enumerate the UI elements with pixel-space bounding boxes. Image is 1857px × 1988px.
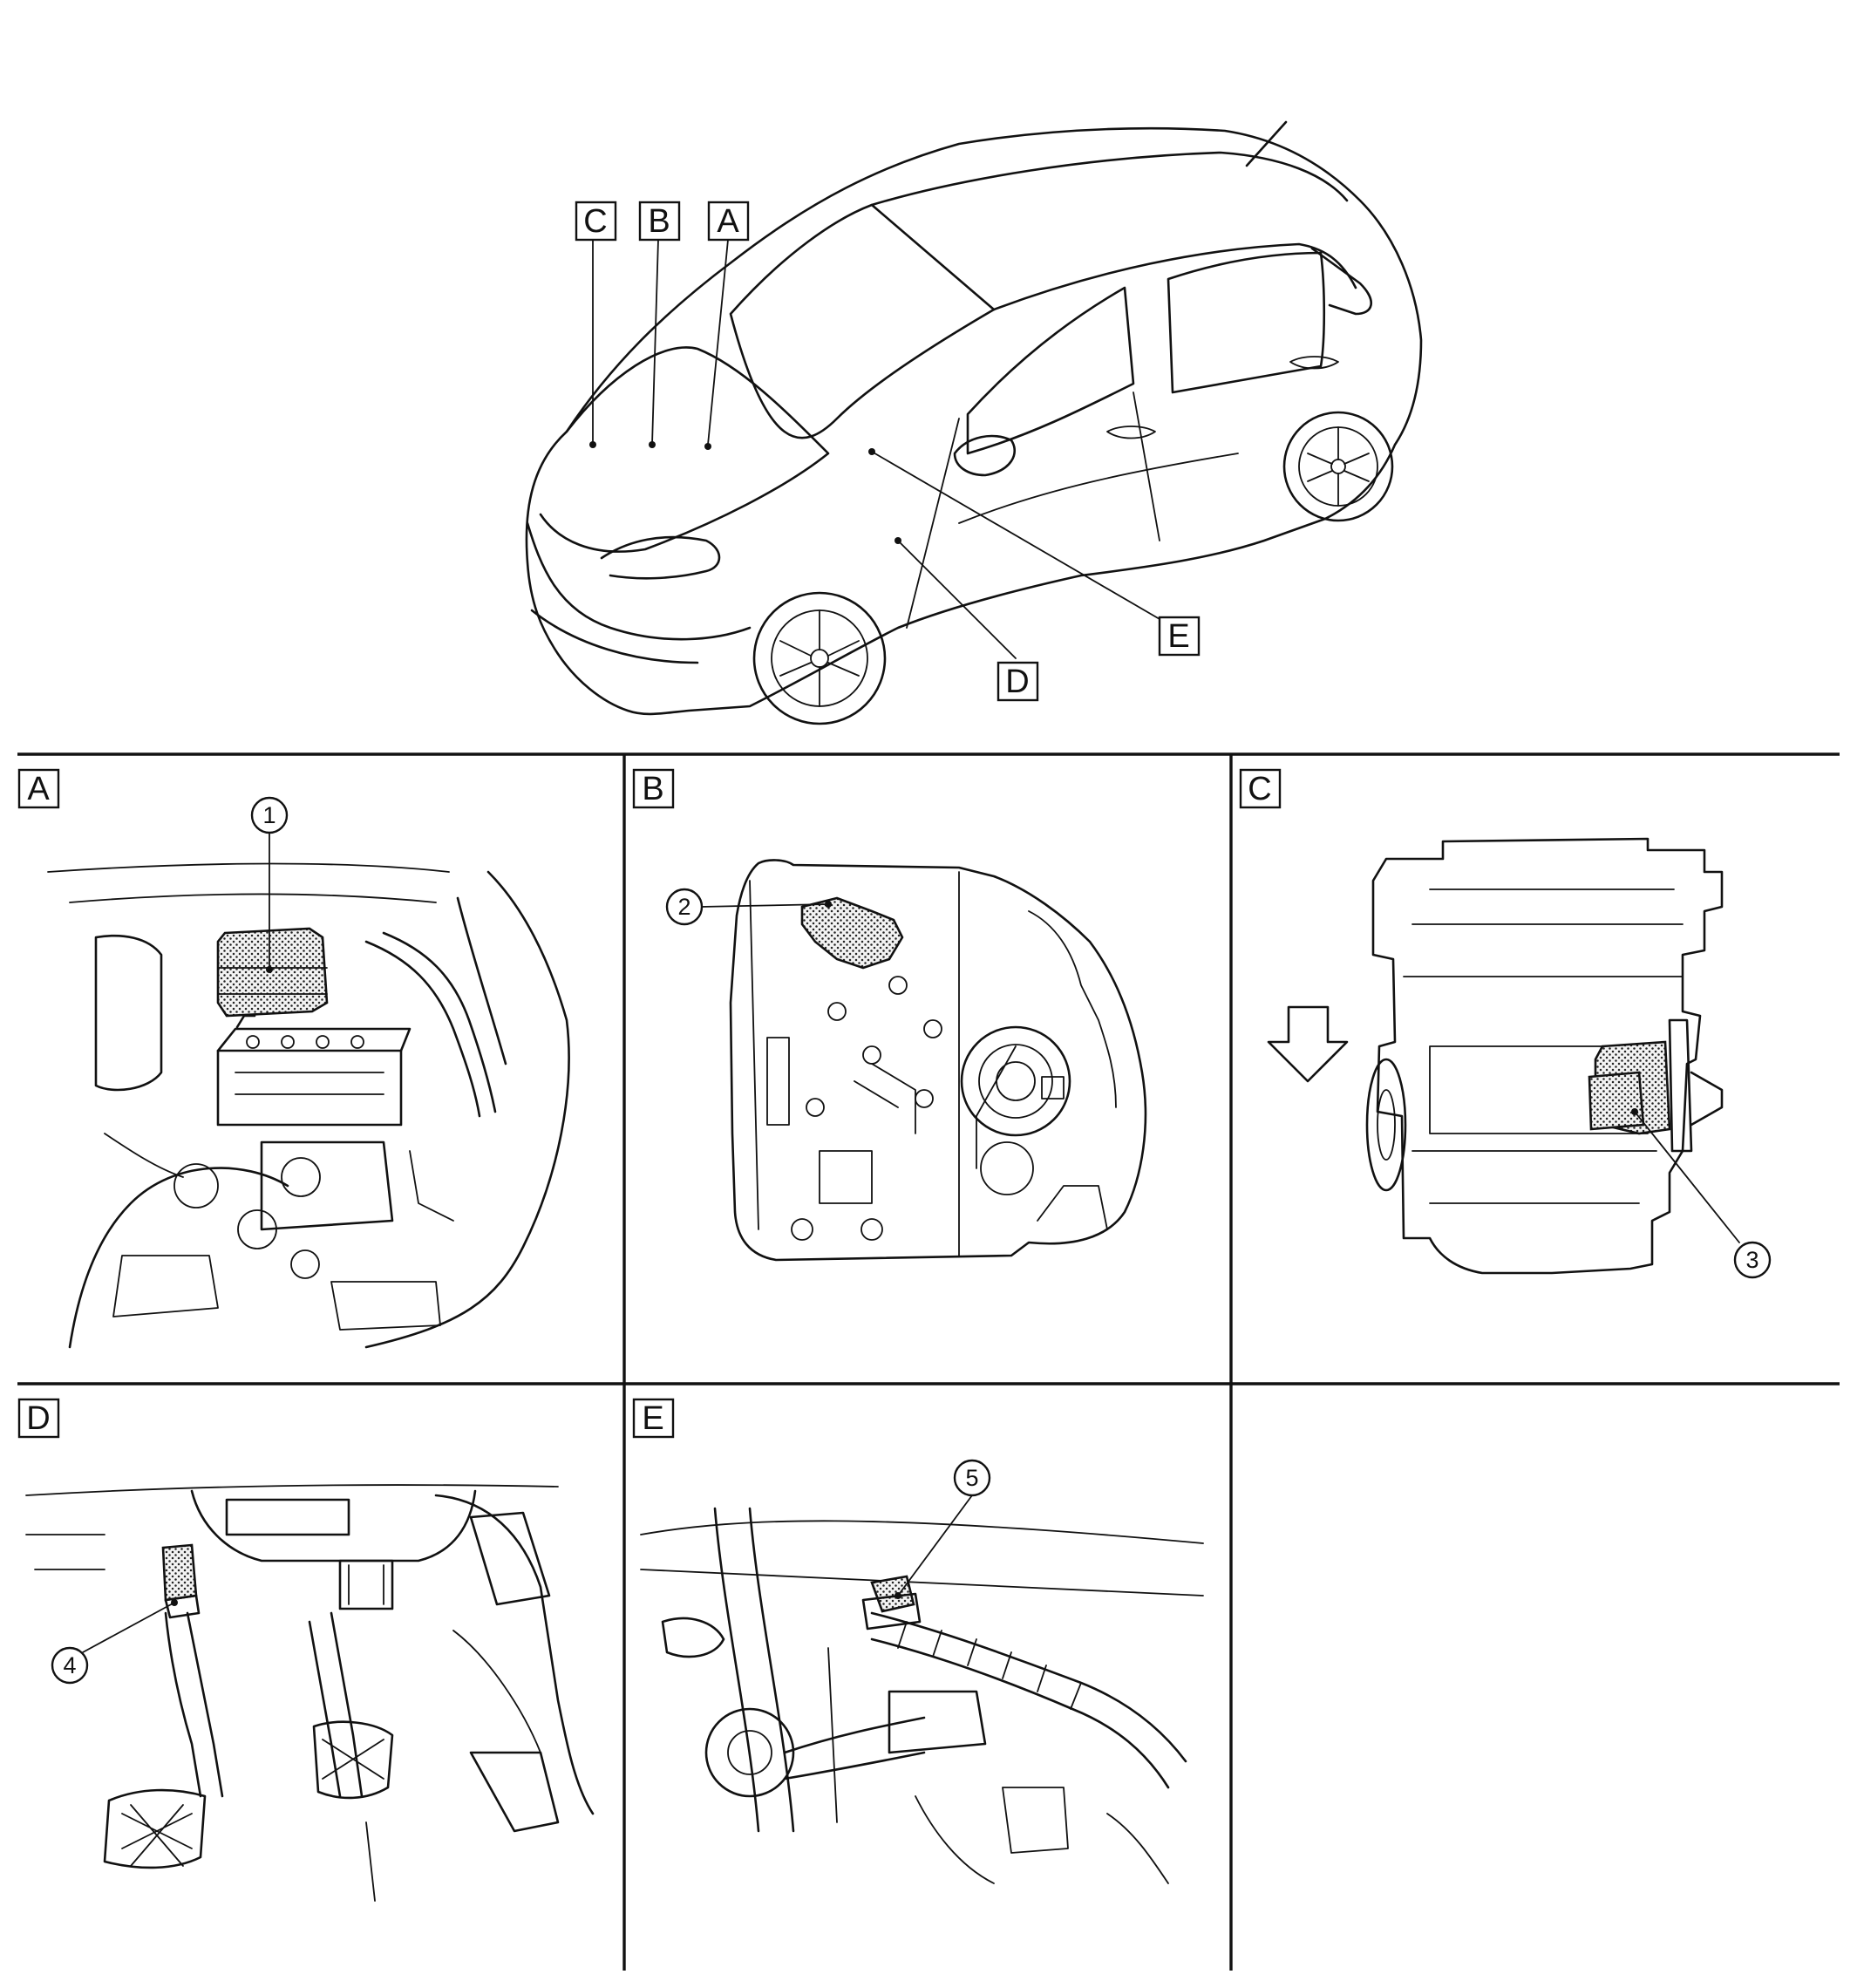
callout-A: A [707, 201, 750, 242]
callout-D-text: D [1005, 664, 1029, 700]
panel-B-label: B [642, 771, 663, 807]
callout-C-text: C [583, 203, 607, 240]
callout-B: B [638, 201, 681, 242]
panel-D: D 4 [17, 1398, 595, 1902]
part-3-number: 3 [1745, 1247, 1758, 1273]
overview-leaders [589, 239, 1160, 659]
panel-A: A 1 [17, 768, 570, 1349]
panel-B: B 2 [632, 768, 1147, 1262]
callout-A-text: A [717, 203, 739, 240]
panel-E: E 5 [632, 1398, 1204, 1884]
part-5-number: 5 [965, 1465, 978, 1491]
panel-grid [17, 752, 1840, 1971]
panel-E-label: E [642, 1400, 663, 1437]
vehicle-overview [525, 120, 1423, 725]
callout-B-text: B [648, 203, 670, 240]
panel-C-label: C [1248, 771, 1271, 807]
panel-C: C 3 [1239, 768, 1772, 1279]
part-2-number: 2 [677, 894, 690, 920]
part-4-number: 4 [63, 1652, 76, 1678]
part-1-number: 1 [262, 802, 275, 828]
panel-D-label: D [26, 1400, 50, 1437]
front-arrow-icon [1267, 1005, 1349, 1083]
callout-C: C [575, 201, 617, 242]
callout-E: E [1158, 616, 1201, 657]
callout-D: D [997, 661, 1039, 702]
callout-E-text: E [1167, 618, 1189, 655]
panel-A-label: A [27, 771, 50, 807]
